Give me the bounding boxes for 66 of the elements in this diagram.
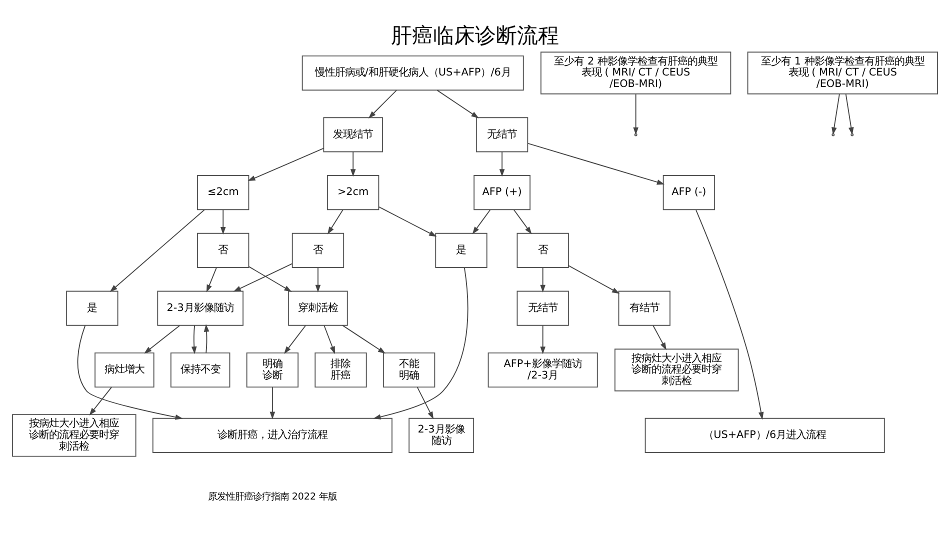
arrow: [472, 208, 491, 234]
arrow: [540, 266, 546, 292]
node-box: 诊断肝癌，进入治疗流程: [152, 417, 392, 453]
arrow: [416, 386, 434, 419]
node-box: 明确诊断: [246, 352, 299, 388]
node-box: 保持不变: [170, 352, 230, 388]
arrow: [77, 324, 183, 420]
arrow: [110, 208, 205, 292]
arrow: [499, 150, 505, 176]
arrow: [633, 93, 638, 134]
arrow: [248, 266, 292, 292]
arrow: [324, 324, 336, 354]
node-box: ≤2cm: [197, 174, 250, 210]
arrow: [206, 266, 217, 292]
node-box: 2-3月影像随访: [157, 290, 244, 326]
arrow: [528, 142, 665, 184]
arrow: [220, 208, 226, 234]
arrow: [270, 386, 276, 419]
node-box: 有结节: [618, 290, 670, 326]
arrow: [513, 208, 532, 234]
node-box: AFP (-): [662, 174, 716, 210]
arrow: [191, 324, 197, 354]
arrow: [342, 324, 386, 354]
node-box: >2cm: [326, 174, 380, 210]
diagram-title: 肝癌临床诊断流程: [391, 22, 559, 47]
node-box: AFP (+): [474, 174, 530, 210]
node-box: 至少有 1 种影像学检查有肝癌的典型表现 ( MRI/ CT / CEUS /EOB-MRI): [747, 51, 938, 94]
node-box: 否: [292, 232, 344, 268]
node-box: 按病灶大小进入相应诊断的流程必要时穿刺活检: [614, 348, 739, 391]
node-box: 否: [516, 232, 569, 268]
node-box: 不能明确: [382, 352, 436, 388]
arrow: [248, 147, 324, 181]
arrow: [568, 264, 620, 294]
node-box: 2-3月影像随访: [408, 417, 474, 453]
node-box: 穿刺活检: [288, 290, 348, 326]
node-box: 按病灶大小进入相应诊断的流程必要时穿刺活检: [12, 414, 136, 456]
arrow: [845, 93, 854, 134]
node-box: 无结节: [476, 116, 528, 152]
arrow: [284, 324, 306, 354]
arrow: [378, 206, 437, 236]
node-box: 发现结节: [323, 116, 383, 152]
arrow: [233, 262, 293, 292]
arrow: [204, 324, 210, 353]
arrow: [373, 266, 468, 419]
arrow: [315, 266, 321, 292]
node-box: （US+AFP）/6月进入流程: [644, 417, 885, 453]
node-box: 是: [435, 232, 488, 268]
arrow: [350, 150, 356, 176]
node-box: 排除肝癌: [314, 352, 367, 388]
arrow: [436, 89, 479, 118]
node-box: 是: [66, 290, 118, 326]
arrow: [540, 324, 546, 354]
node-box: AFP+影像学随访/2-3月: [488, 352, 598, 388]
node-box: 无结节: [516, 290, 569, 326]
arrow: [832, 93, 840, 134]
node-box: 否: [197, 232, 250, 268]
node-box: 至少有 2 种影像学检查有肝癌的典型表现 ( MRI/ CT / CEUS /EOB-MRI): [540, 51, 732, 94]
node-box: 慢性肝病或/和肝硬化病人（US+AFP）/6月: [302, 54, 524, 90]
arrow: [368, 89, 397, 118]
arrow: [144, 324, 180, 354]
arrow: [652, 324, 666, 350]
label: 原发性肝癌诊疗指南 2022 年版: [208, 491, 337, 502]
arrow: [89, 386, 112, 415]
node-box: 病灶增大: [94, 352, 154, 388]
arrow: [696, 209, 764, 420]
arrow: [327, 208, 344, 234]
